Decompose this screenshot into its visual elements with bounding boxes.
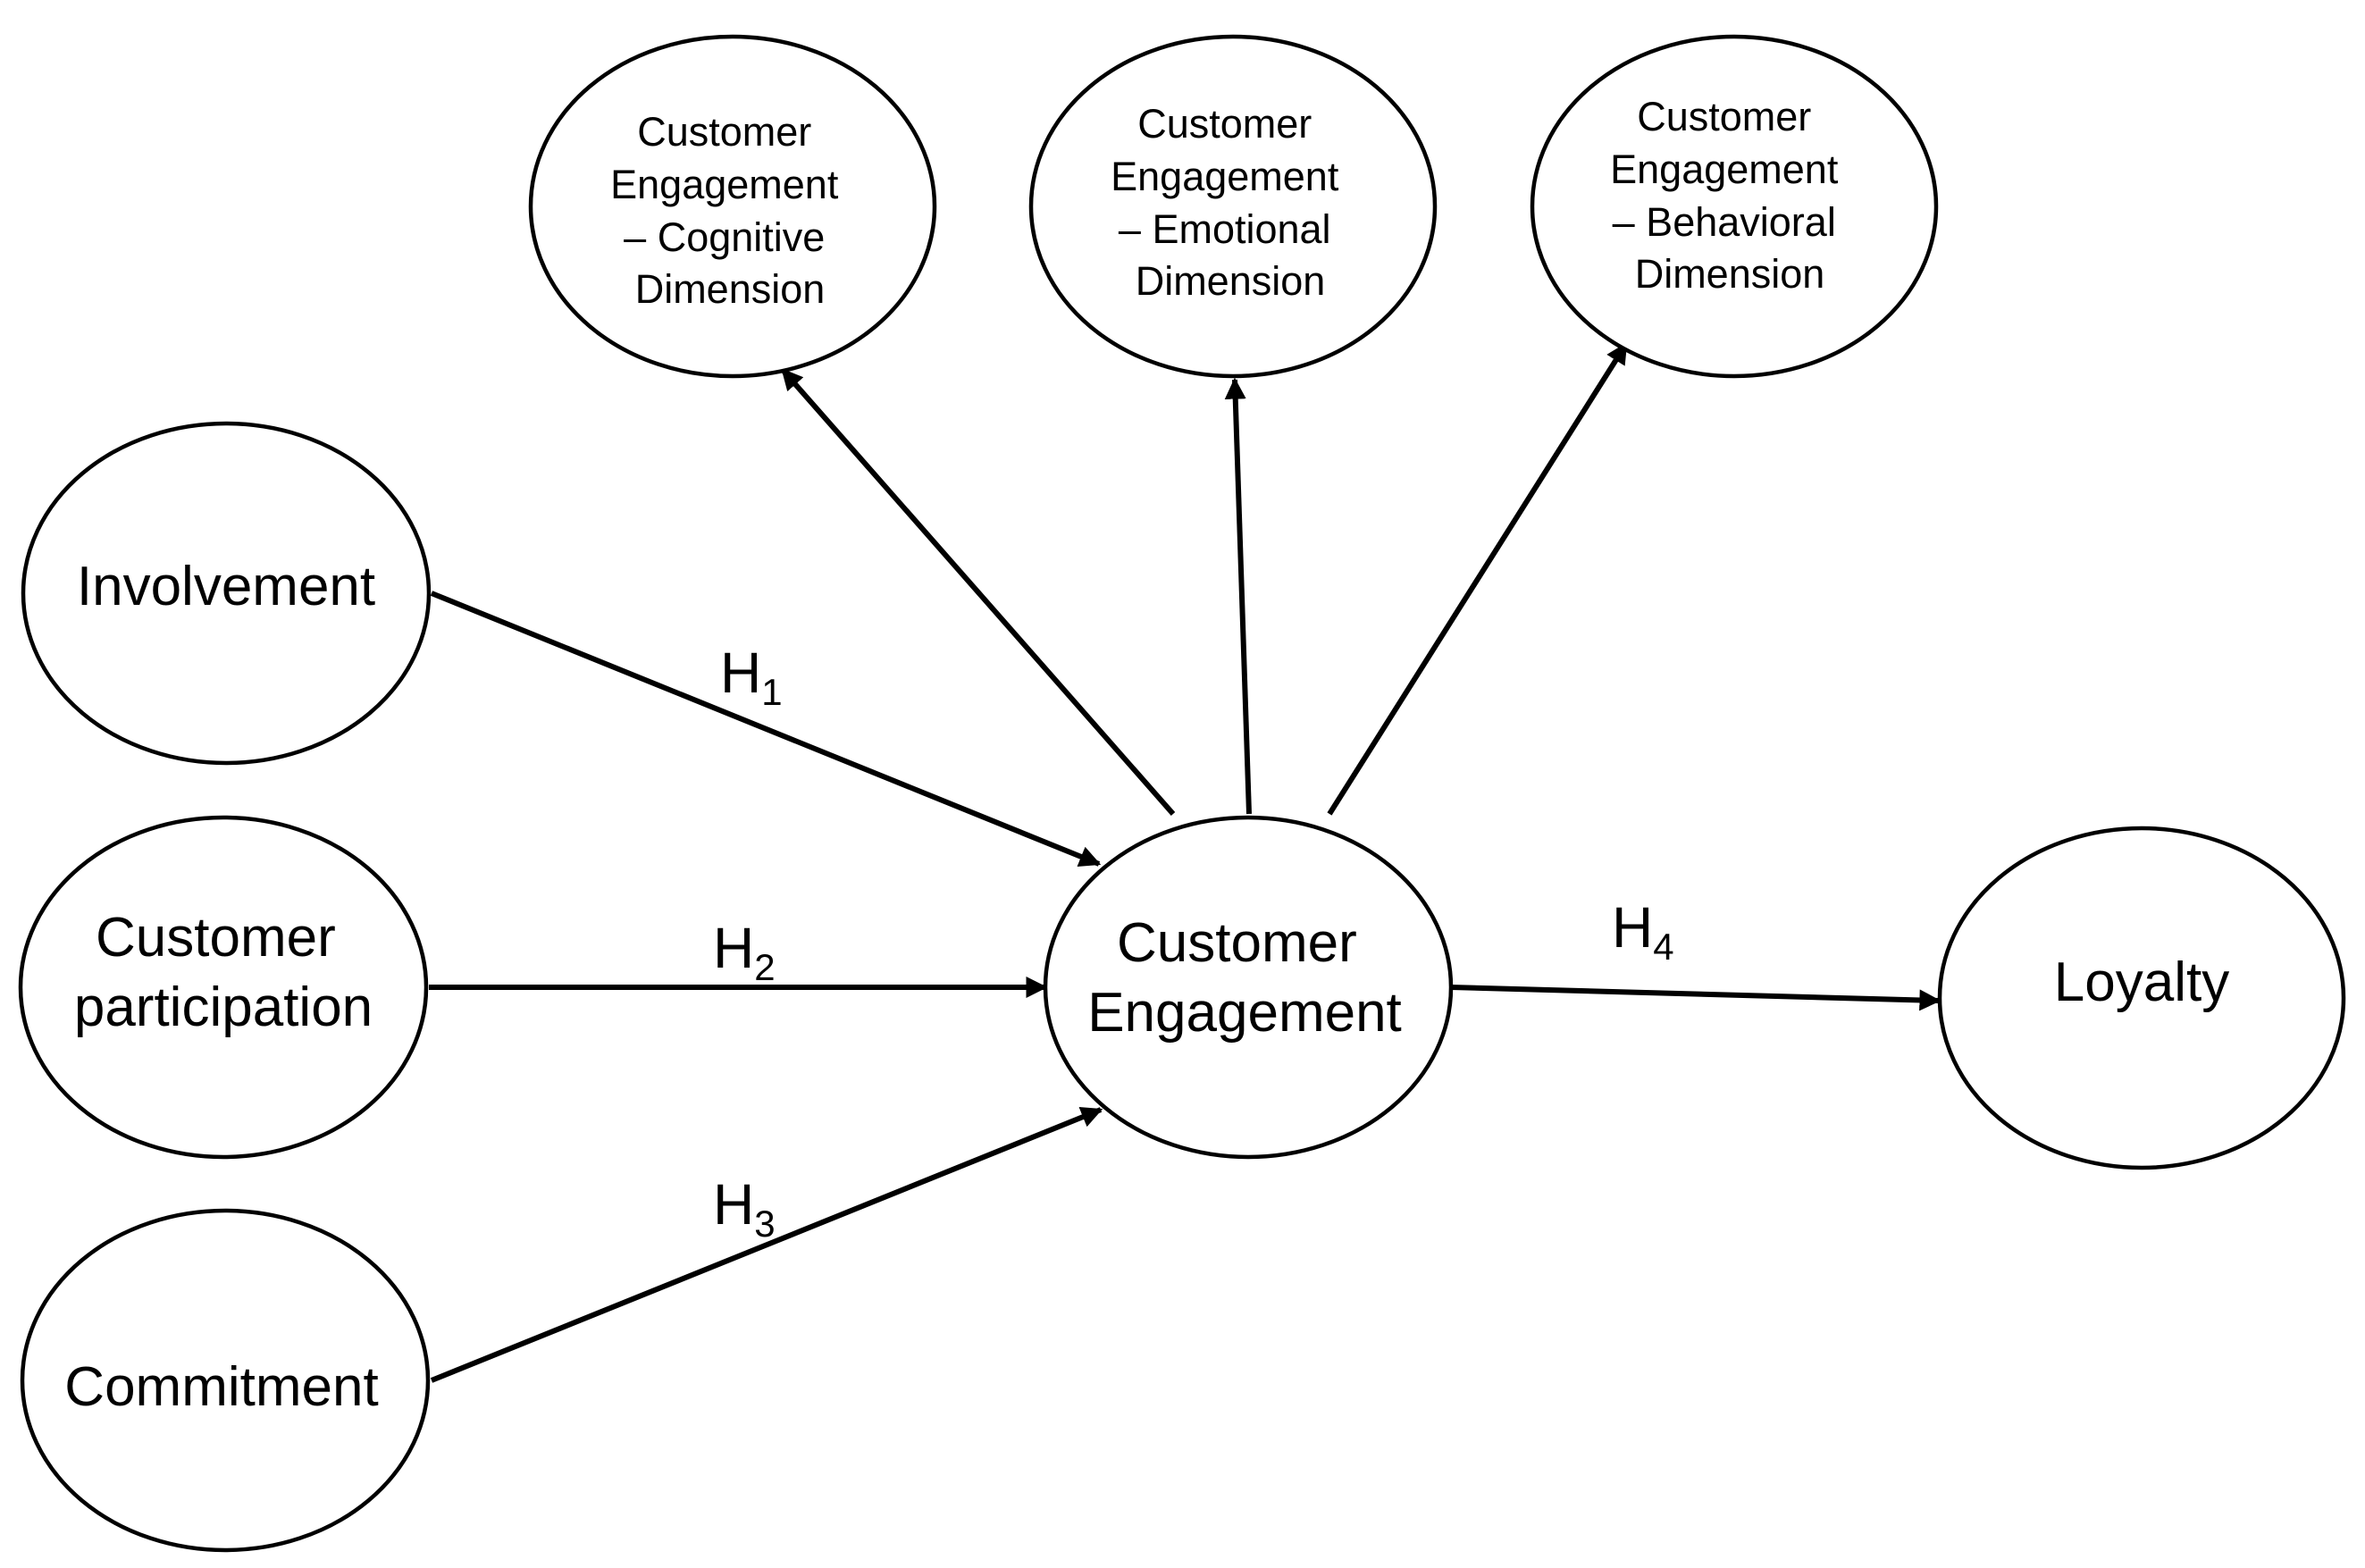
hypothesis-label-h3: H3 [713,1172,776,1245]
svg-text:Customer Engagement: Customer Engagement [1087,912,1402,1044]
node-customer-engagement: Customer Engagement [1043,815,1454,1160]
edge-involvement-to-engagement [430,591,1102,868]
node-emotional-dimension: Customer Engagement – Emotional Dimensio… [1028,34,1438,379]
edge-commitment-to-engagement [430,1106,1103,1383]
svg-text:Customer Engagement: Customer Engagement – Emotional Dimensio… [1111,101,1350,304]
edge-engagement-to-emotional [1224,377,1252,815]
node-involvement: Involvement [21,421,432,766]
edge-engagement-to-cognitive [780,368,1176,816]
svg-text:Loyalty: Loyalty [2054,952,2229,1013]
hypothesis-label-h2: H2 [713,916,776,988]
node-cognitive-dimension: Customer Engagement – Cognitive Dimensio… [528,34,937,379]
svg-text:Involvement: Involvement [77,556,375,617]
svg-text:Customer Engagement: Customer Engagement – Behavioral Dimensi… [1610,94,1849,297]
node-customer-participation: Customer participation [18,815,429,1160]
hypothesis-label-h4: H4 [1612,895,1674,968]
node-loyalty: Loyalty [1937,826,2346,1170]
svg-text:Customer participation: Customer participation [74,907,373,1038]
svg-text:Customer Engagement: Customer Engagement – Cognitive Dimensio… [610,109,850,312]
edge-engagement-to-behavioral [1327,341,1629,816]
svg-text:Commitment: Commitment [64,1356,378,1418]
node-behavioral-dimension: Customer Engagement – Behavioral Dimensi… [1530,34,1939,379]
node-commitment: Commitment [20,1208,431,1553]
edge-engagement-to-loyalty [1450,985,1941,1011]
hypothesis-label-h1: H1 [720,641,783,713]
